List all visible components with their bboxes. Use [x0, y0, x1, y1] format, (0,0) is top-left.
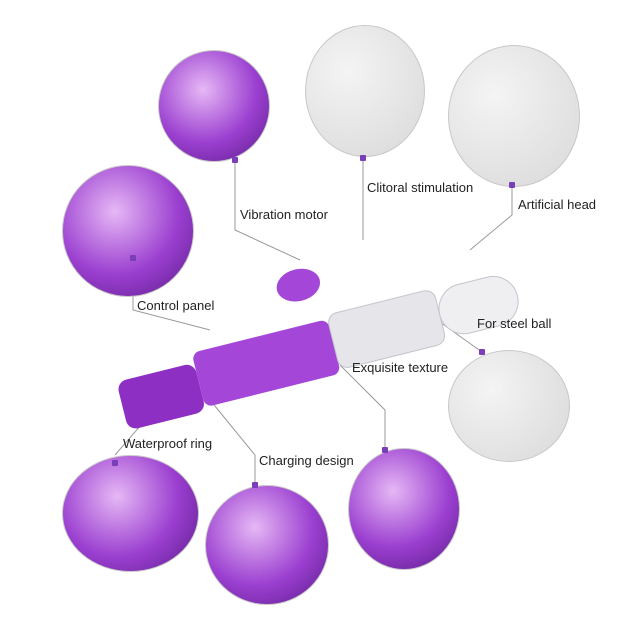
label-exquisite-texture: Exquisite texture — [352, 360, 449, 375]
label-control-panel: Control panel — [137, 298, 215, 313]
callout-dot — [382, 447, 388, 453]
detail-circle-steel-ball — [448, 350, 570, 462]
product-image — [90, 220, 560, 440]
detail-circle-artificial-head — [448, 45, 580, 187]
detail-circle-charging — [205, 485, 329, 605]
detail-circle-clitoral-stimulation — [305, 25, 425, 157]
detail-circle-vibration-motor — [158, 50, 270, 162]
label-vibration-motor: Vibration motor — [240, 207, 328, 222]
callout-dot — [479, 349, 485, 355]
detail-circle-texture — [348, 448, 460, 570]
label-charging-design: Charging design — [259, 453, 354, 468]
label-waterproof-ring: Waterproof ring — [123, 436, 213, 451]
label-for-steel-ball: For steel ball — [477, 316, 552, 331]
callout-dot — [252, 482, 258, 488]
label-artificial-head: Artificial head — [518, 197, 597, 212]
label-clitoral-stimulation: Clitoral stimulation — [367, 180, 474, 195]
callout-dot — [130, 255, 136, 261]
callout-dot — [232, 157, 238, 163]
callout-dot — [360, 155, 366, 161]
detail-circle-control-panel — [62, 165, 194, 297]
callout-dot — [112, 460, 118, 466]
detail-circle-waterproof-ring — [62, 455, 199, 572]
callout-dot — [509, 182, 515, 188]
